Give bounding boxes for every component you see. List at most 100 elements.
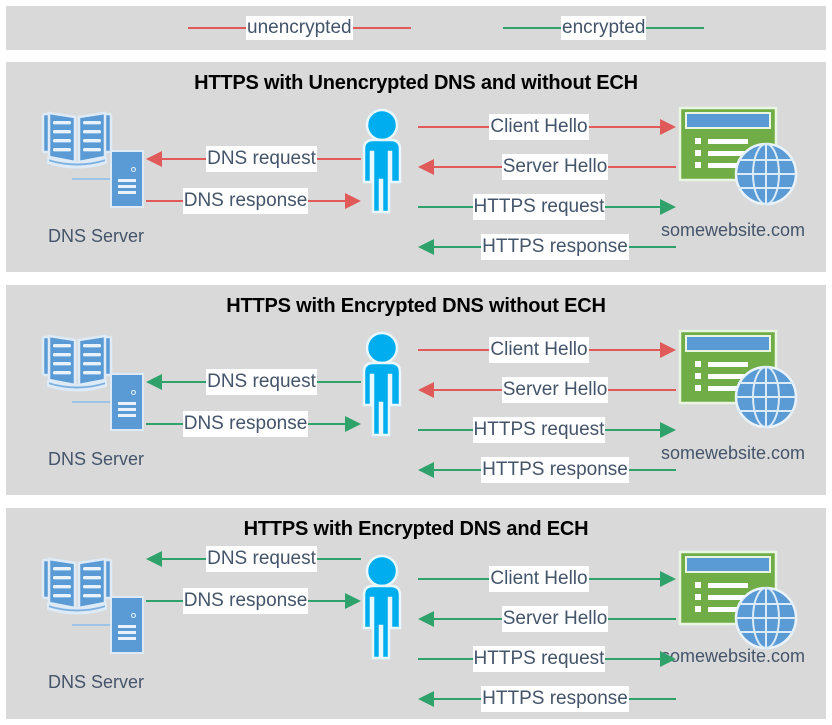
arrow-right-icon xyxy=(345,193,361,209)
flow-line xyxy=(418,349,490,351)
flow-label: Client Hello xyxy=(489,337,589,363)
flow-line xyxy=(434,618,502,620)
arrow-right-icon xyxy=(345,593,361,609)
flow-line xyxy=(316,381,361,383)
scenario-panel-3: HTTPS with Encrypted DNS and ECH DNS Ser… xyxy=(6,508,826,719)
flow-line xyxy=(588,578,660,580)
website-label: somewebsite.com xyxy=(661,443,806,463)
line-segment-icon xyxy=(503,27,561,29)
flow-https-response: HTTPS response xyxy=(418,686,677,712)
arrow-left-icon xyxy=(418,159,434,175)
panel-title: HTTPS with Unencrypted DNS and without E… xyxy=(194,72,638,94)
flow-label: HTTPS response xyxy=(481,686,629,712)
server-indicator-icon xyxy=(131,390,136,395)
flow-line xyxy=(608,389,677,391)
flow-https-request: HTTPS request xyxy=(418,194,676,220)
dns-server-box xyxy=(110,373,144,431)
open-book-icon xyxy=(41,557,113,615)
arrow-left-icon xyxy=(418,239,434,255)
flow-line xyxy=(316,158,361,160)
flow-label: HTTPS request xyxy=(472,646,606,672)
flow-https-response: HTTPS response xyxy=(418,234,677,260)
legend-panel: unencrypted encrypted xyxy=(6,6,826,50)
flow-line xyxy=(418,429,473,431)
flow-dns-request: DNS request xyxy=(146,369,361,395)
flow-line xyxy=(162,558,207,560)
line-segment-icon xyxy=(646,27,705,29)
legend-label: encrypted xyxy=(561,16,647,40)
open-book-icon xyxy=(41,111,113,169)
website-server-figure xyxy=(678,327,798,433)
dns-server-box xyxy=(110,596,144,654)
server-slots-icon xyxy=(118,402,136,420)
connector-line xyxy=(72,624,112,626)
flow-line xyxy=(605,658,660,660)
flow-label: HTTPS response xyxy=(481,457,629,483)
flow-line xyxy=(434,166,502,168)
legend-label: unencrypted xyxy=(246,16,353,40)
flow-line xyxy=(308,200,345,202)
connector-line xyxy=(72,401,112,403)
arrow-left-icon xyxy=(418,382,434,398)
flow-line xyxy=(162,381,207,383)
server-slots-icon xyxy=(118,625,136,643)
website-label: somewebsite.com xyxy=(661,220,806,240)
flow-line xyxy=(434,246,482,248)
dns-server-group xyxy=(36,556,186,676)
arrow-right-icon xyxy=(660,651,676,667)
arrow-left-icon xyxy=(418,462,434,478)
website-globe-icon xyxy=(678,550,798,650)
dns-server-label: DNS Server xyxy=(48,449,145,469)
flow-line xyxy=(418,206,473,208)
flow-line xyxy=(605,206,660,208)
dns-server-label: DNS Server xyxy=(48,226,145,246)
dns-server-box xyxy=(110,150,144,208)
flow-label: DNS request xyxy=(206,546,317,572)
flow-line xyxy=(434,469,482,471)
flow-line xyxy=(146,600,183,602)
flow-line xyxy=(316,558,361,560)
website-server-figure xyxy=(678,548,798,654)
flow-line xyxy=(146,200,183,202)
flow-line xyxy=(628,246,677,248)
arrow-left-icon xyxy=(146,374,162,390)
server-indicator-icon xyxy=(131,613,136,618)
flow-label: DNS request xyxy=(206,146,317,172)
flow-https-response: HTTPS response xyxy=(418,457,677,483)
arrow-right-icon xyxy=(660,119,676,135)
arrow-right-icon xyxy=(660,571,676,587)
flow-client-hello: Client Hello xyxy=(418,114,676,140)
website-globe-icon xyxy=(678,106,798,206)
flow-line xyxy=(146,423,183,425)
flow-server-hello: Server Hello xyxy=(418,154,677,180)
arrow-right-icon xyxy=(660,199,676,215)
panel-title: HTTPS with Encrypted DNS and ECH xyxy=(243,518,589,540)
flow-line xyxy=(588,349,660,351)
flow-server-hello: Server Hello xyxy=(418,377,677,403)
flow-dns-response: DNS response xyxy=(146,588,361,614)
flow-line xyxy=(418,126,490,128)
flow-https-request: HTTPS request xyxy=(418,646,676,672)
arrow-right-icon xyxy=(345,416,361,432)
flow-line xyxy=(308,423,345,425)
flow-dns-response: DNS response xyxy=(146,411,361,437)
flow-dns-request: DNS request xyxy=(146,546,361,572)
flow-client-hello: Client Hello xyxy=(418,337,676,363)
flow-client-hello: Client Hello xyxy=(418,566,676,592)
user-person-icon xyxy=(362,331,402,437)
dns-server-group xyxy=(36,333,186,453)
flow-line xyxy=(418,578,490,580)
flow-https-request: HTTPS request xyxy=(418,417,676,443)
flow-line xyxy=(628,698,677,700)
flow-dns-request: DNS request xyxy=(146,146,361,172)
client-user-figure xyxy=(351,108,413,214)
scenario-panel-1: HTTPS with Unencrypted DNS and without E… xyxy=(6,62,826,272)
flow-label: DNS response xyxy=(182,411,309,437)
flow-label: HTTPS response xyxy=(481,234,629,260)
flow-label: Server Hello xyxy=(501,377,609,403)
website-server-figure xyxy=(678,104,798,210)
user-person-icon xyxy=(362,108,402,214)
flow-line xyxy=(162,158,207,160)
flow-label: DNS request xyxy=(206,369,317,395)
flow-label: HTTPS request xyxy=(472,194,606,220)
